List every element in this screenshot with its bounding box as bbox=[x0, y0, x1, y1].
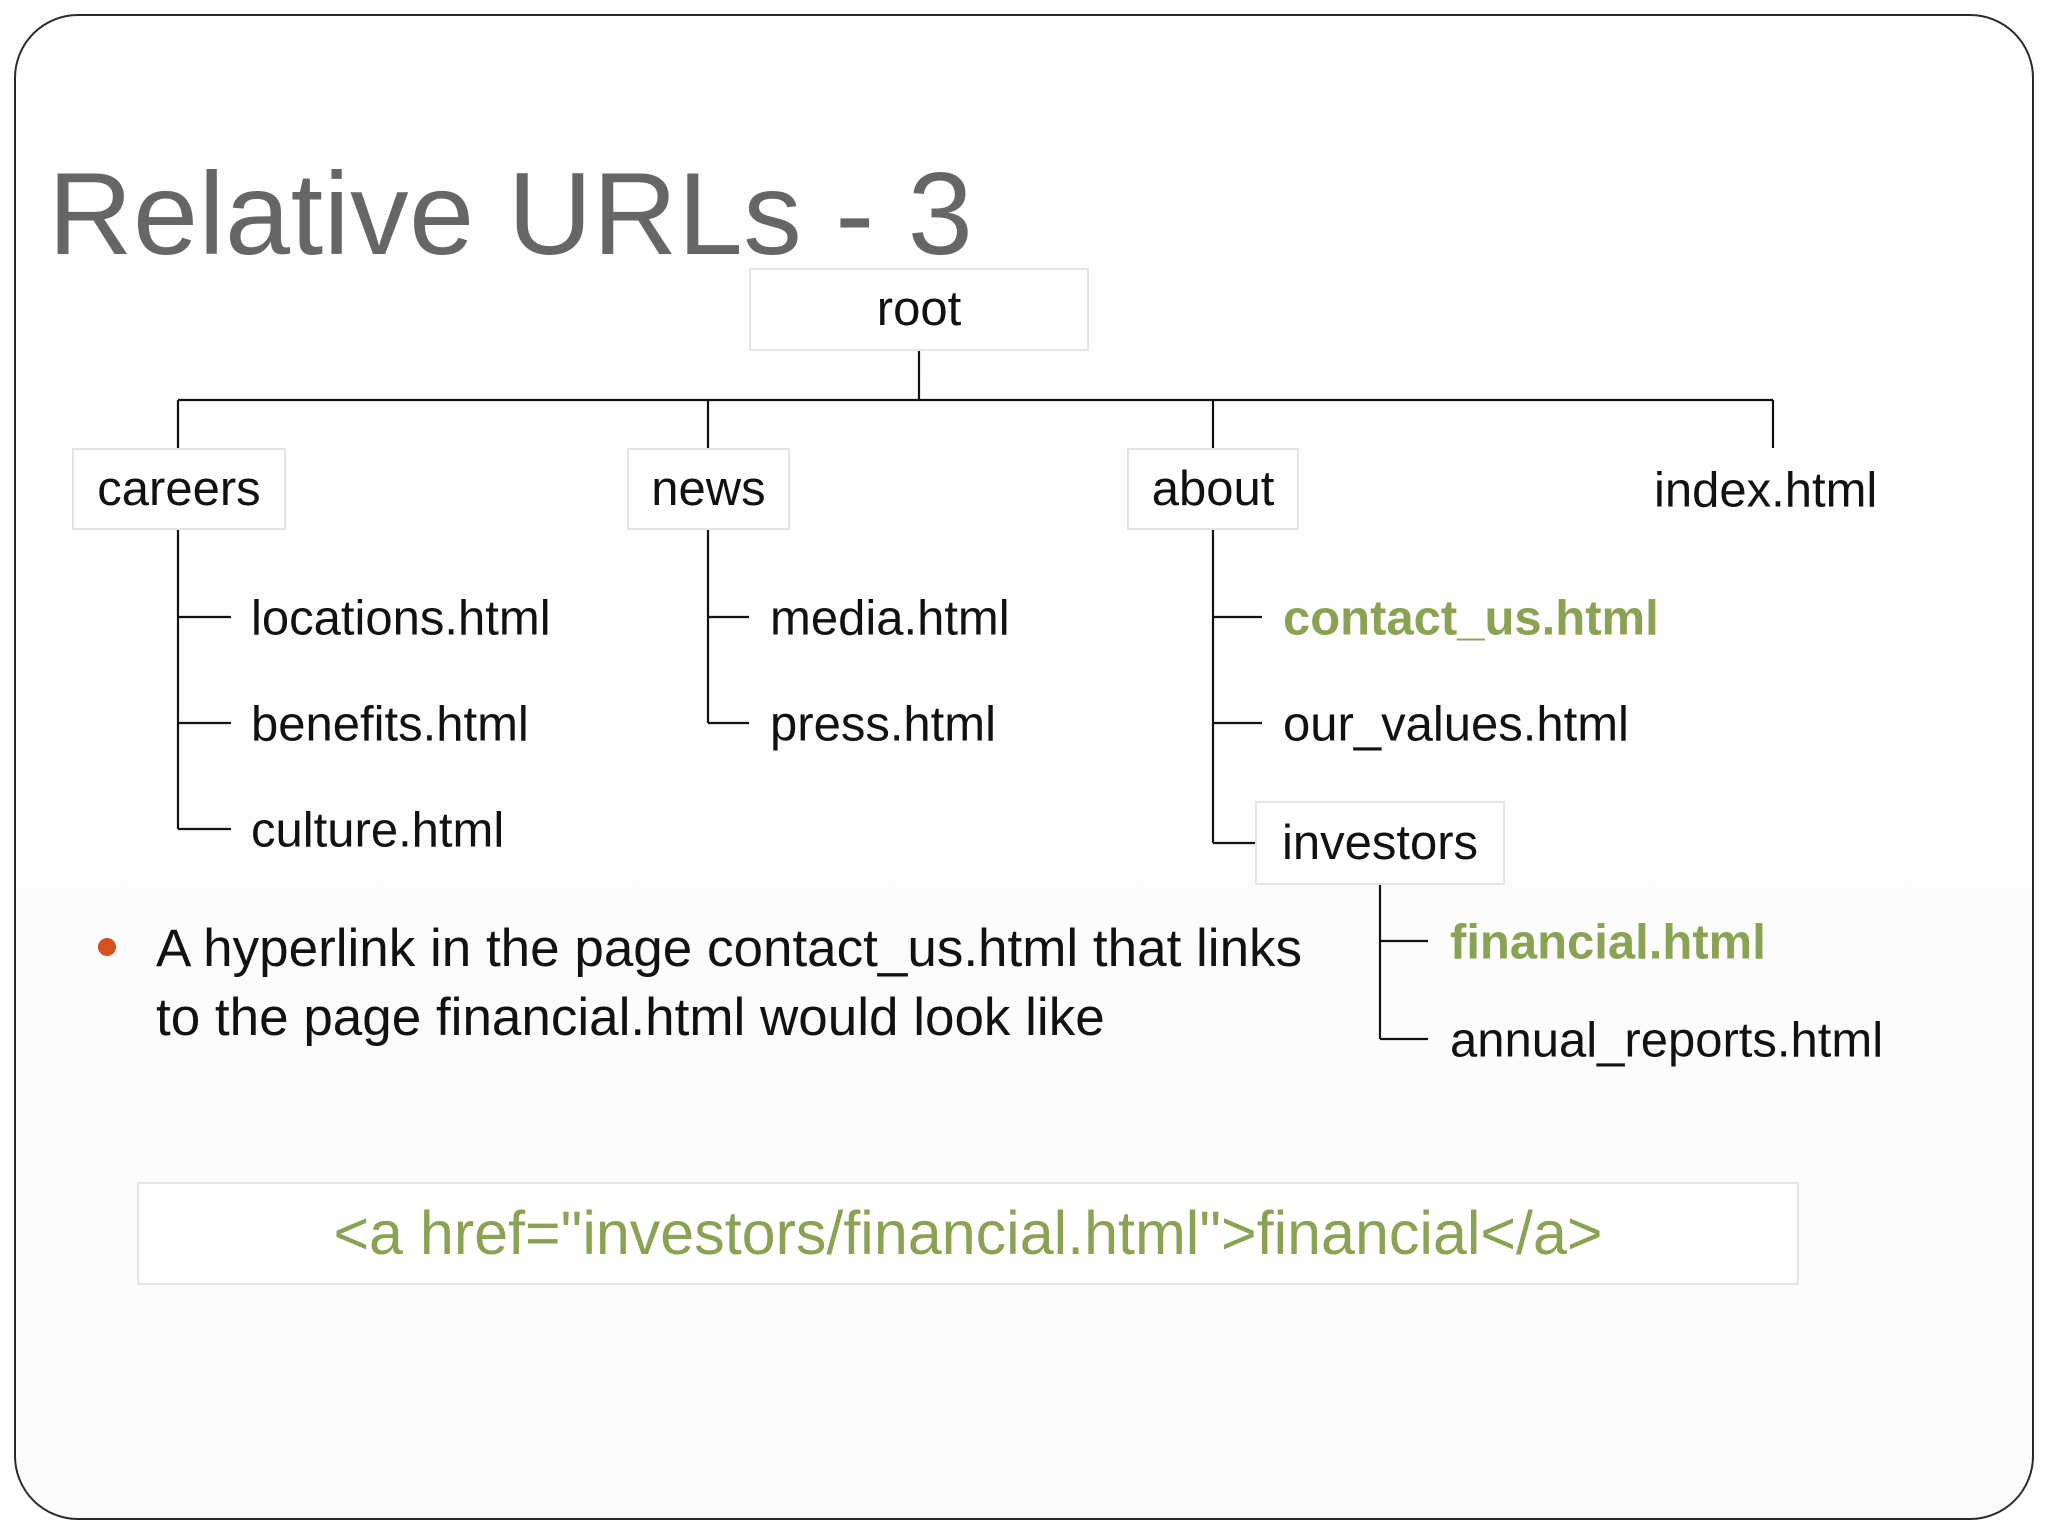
tree-node-careers: careers bbox=[72, 448, 286, 530]
bullet-dot bbox=[98, 938, 116, 956]
tree-leaf-benefits: benefits.html bbox=[251, 697, 529, 752]
tree-leaf-press: press.html bbox=[770, 697, 997, 752]
tree-leaf-financial: financial.html bbox=[1450, 915, 1766, 970]
code-example-text: <a href="investors/financial.html">finan… bbox=[333, 1199, 1603, 1267]
node-label: news bbox=[651, 461, 766, 516]
slide-title: Relative URLs - 3 bbox=[48, 148, 974, 279]
node-label: investors bbox=[1281, 815, 1479, 870]
tree-node-investors: investors bbox=[1255, 801, 1505, 885]
code-example-box: <a href="investors/financial.html">finan… bbox=[137, 1182, 1799, 1285]
tree-leaf-locations: locations.html bbox=[251, 591, 551, 646]
tree-leaf-culture: culture.html bbox=[251, 803, 505, 858]
node-label: about bbox=[1151, 461, 1275, 516]
tree-node-root: root bbox=[749, 268, 1089, 351]
tree-leaf-contact-us: contact_us.html bbox=[1283, 591, 1659, 646]
tree-node-news: news bbox=[627, 448, 790, 530]
tree-leaf-media: media.html bbox=[770, 591, 1010, 646]
tree-node-about: about bbox=[1127, 448, 1299, 530]
tree-leaf-index: index.html bbox=[1654, 463, 1878, 518]
bullet-text: A hyperlink in the page contact_us.html … bbox=[156, 919, 1303, 1047]
tree-leaf-annual-reports: annual_reports.html bbox=[1450, 1013, 1884, 1068]
node-label: root bbox=[876, 282, 962, 336]
tree-leaf-our-values: our_values.html bbox=[1283, 697, 1629, 752]
node-label: careers bbox=[97, 461, 261, 516]
